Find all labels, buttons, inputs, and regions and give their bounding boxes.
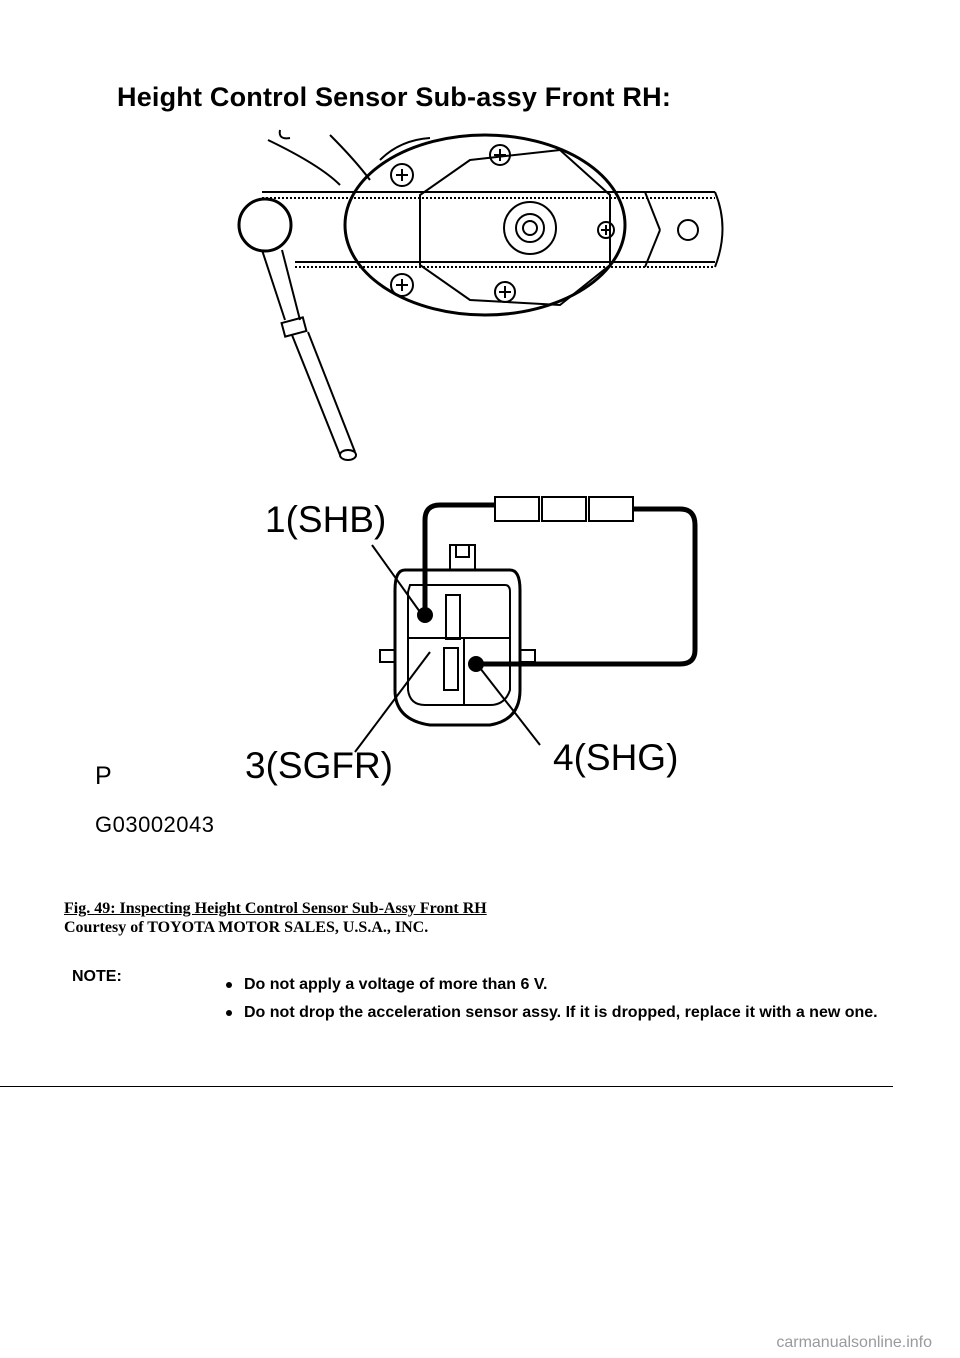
note-item-text: Do not apply a voltage of more than 6 V. [244, 976, 548, 993]
figure-caption-link[interactable]: Fig. 49: Inspecting Height Control Senso… [64, 900, 487, 917]
note-item-text: Do not drop the acceleration sensor assy… [244, 1004, 878, 1021]
connector-drawing [354, 496, 698, 753]
terminal-3-label: 3(SGFR) [245, 745, 393, 786]
sensor-illustration [237, 129, 724, 753]
horizontal-divider [0, 1086, 893, 1087]
figure-title: Height Control Sensor Sub-assy Front RH: [117, 82, 672, 112]
note-list: Do not apply a voltage of more than 6 V.… [224, 975, 884, 1031]
note-label: NOTE: [72, 968, 122, 985]
bullet-icon [226, 982, 232, 988]
bullet-icon [226, 1010, 232, 1016]
sensor-body-drawing [237, 129, 724, 461]
courtesy-line: Courtesy of TOYOTA MOTOR SALES, U.S.A., … [64, 919, 429, 936]
view-letter: P [95, 762, 112, 790]
note-item: Do not drop the acceleration sensor assy… [224, 1003, 884, 1023]
terminal-4-label: 4(SHG) [553, 737, 679, 778]
figure-code: G03002043 [95, 812, 215, 837]
terminal-1-label: 1(SHB) [265, 499, 387, 540]
watermark: carmanualsonline.info [776, 1334, 932, 1351]
note-item: Do not apply a voltage of more than 6 V. [224, 975, 884, 995]
